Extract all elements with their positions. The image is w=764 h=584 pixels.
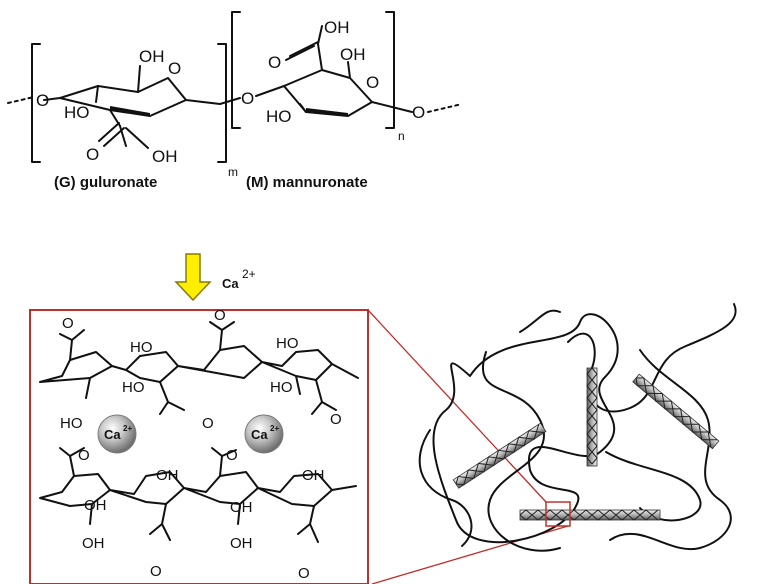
chain-end-left xyxy=(7,96,35,104)
label-o-ring-left: O xyxy=(168,59,181,78)
label-oh-low-6: OH xyxy=(230,535,253,552)
label-o-bot-1: O xyxy=(150,563,162,580)
label-o-link-left: O xyxy=(36,91,49,110)
reagent-ion: Ca xyxy=(222,276,239,291)
label-o-mid-4: O xyxy=(226,447,238,464)
label-oh-top-left: OH xyxy=(139,47,165,66)
label-ho-1: HO xyxy=(130,339,153,356)
label-o-link-mid: O xyxy=(241,89,254,108)
ca-ion-left-charge: 2+ xyxy=(123,424,132,433)
ca-ion-right-charge: 2+ xyxy=(270,424,279,433)
ca-ion-right-label: Ca xyxy=(251,427,268,442)
guluronate-ring xyxy=(43,65,221,149)
label-o-carboxyl-right: O xyxy=(268,53,281,72)
label-o-mid-2: O xyxy=(330,411,342,428)
alginate-repeat-structure: OH O HO O OH O m OH O OH O HO O O n (G) … xyxy=(7,11,463,191)
label-o-mid-1: O xyxy=(202,415,214,432)
ca-ion-left-label: Ca xyxy=(104,427,121,442)
junction-zones xyxy=(452,367,720,521)
label-ho-right: HO xyxy=(266,107,292,126)
junction-zone-1 xyxy=(452,422,547,489)
polymer-chain-d xyxy=(609,349,732,551)
label-o-carboxyl-left: O xyxy=(86,145,99,164)
label-o-top-2: O xyxy=(214,307,226,324)
label-ho-2: HO xyxy=(276,335,299,352)
polymer-chain-c xyxy=(567,303,737,413)
polymer-chain-b xyxy=(481,351,561,552)
reagent-ion-charge: 2+ xyxy=(242,267,256,281)
caption-guluronate: (G) guluronate xyxy=(54,174,157,191)
label-oh-low-5: OH xyxy=(82,535,105,552)
junction-zone-4 xyxy=(519,509,661,521)
bracket-m-left xyxy=(231,11,241,129)
label-oh-low-4: OH xyxy=(230,499,253,516)
label-ho-left: HO xyxy=(64,103,90,122)
label-ho-5: HO xyxy=(60,415,83,432)
lower-chain xyxy=(39,447,357,543)
label-oh-low-2: OH xyxy=(302,467,325,484)
zoom-highlight-box xyxy=(545,501,571,527)
label-ho-4: HO xyxy=(270,379,293,396)
caption-mannuronate: (M) mannuronate xyxy=(246,174,368,191)
polymer-chain-g xyxy=(519,309,561,333)
bracket-g-left xyxy=(31,43,41,163)
polymer-chain-f xyxy=(418,429,473,547)
label-o-ring-right: O xyxy=(366,73,379,92)
label-oh-carboxyl-left: OH xyxy=(152,147,178,166)
polymer-chain-a xyxy=(432,313,619,543)
label-oh-carboxyl-right: OH xyxy=(324,18,350,37)
label-o-top-1: O xyxy=(62,315,74,332)
label-oh-low-3: OH xyxy=(84,497,107,514)
label-ho-3: HO xyxy=(122,379,145,396)
yellow-down-arrow-icon xyxy=(174,253,212,302)
bracket-m-right xyxy=(385,11,395,129)
label-o-mid-3: O xyxy=(78,447,90,464)
label-o-link-right: O xyxy=(412,103,425,122)
calcium-ion-left: Ca 2+ xyxy=(97,414,137,454)
polymer-network xyxy=(418,303,737,552)
junction-zone-3 xyxy=(632,373,720,450)
subscript-m: m xyxy=(228,165,238,179)
chain-end-right xyxy=(427,103,463,113)
subscript-n: n xyxy=(398,129,405,143)
upper-chain xyxy=(39,321,359,415)
calcium-ion-right: Ca 2+ xyxy=(244,414,284,454)
mannuronate-ring xyxy=(219,25,413,117)
label-oh-right: OH xyxy=(340,45,366,64)
label-o-bot-2: O xyxy=(298,565,310,582)
label-oh-low-1: OH xyxy=(156,467,179,484)
egg-box-panel: O O HO HO HO HO HO O O O O OH OH OH OH O… xyxy=(29,307,369,584)
polymer-chain-e xyxy=(605,451,702,522)
reaction-arrow: Ca 2+ xyxy=(174,253,256,302)
junction-zone-2 xyxy=(586,367,598,467)
